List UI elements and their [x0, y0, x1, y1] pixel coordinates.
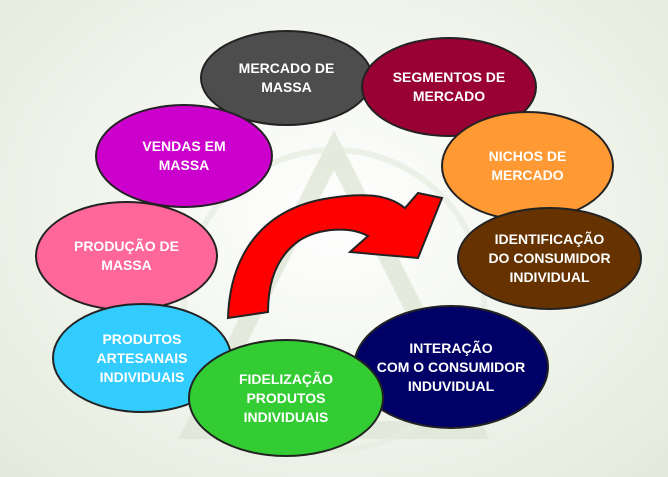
- node-label: IDENTIFICAÇÃO DO CONSUMIDOR INDIVIDUAL: [488, 231, 611, 285]
- node-label: MERCADO DE MASSA: [238, 60, 335, 95]
- node-segmentos-de-mercado: SEGMENTOS DE MERCADO: [361, 37, 537, 137]
- node-interacao-consumidor: INTERAÇÃO COM O CONSUMIDOR INDUVIDUAL: [353, 305, 549, 429]
- node-label: FIDELIZAÇÃO PRODUTOS INDIVIDUAIS: [238, 370, 334, 425]
- node-fidelizacao-produtos: FIDELIZAÇÃO PRODUTOS INDIVIDUAIS: [188, 339, 384, 457]
- node-label: PRODUTOS ARTESANAIS INDIVIDUAIS: [96, 330, 188, 385]
- node-label: VENDAS EM MASSA: [142, 138, 226, 173]
- node-label: SEGMENTOS DE MERCADO: [392, 69, 506, 104]
- node-vendas-em-massa: VENDAS EM MASSA: [95, 104, 273, 208]
- node-mercado-de-massa: MERCADO DE MASSA: [200, 30, 373, 126]
- node-label: PRODUÇÃO DE MASSA: [73, 238, 179, 273]
- node-producao-de-massa: PRODUÇÃO DE MASSA: [35, 201, 218, 311]
- node-label: INTERAÇÃO COM O CONSUMIDOR INDUVIDUAL: [376, 339, 526, 394]
- node-nichos-de-mercado: NICHOS DE MERCADO: [441, 111, 614, 221]
- node-identificacao-consumidor: IDENTIFICAÇÃO DO CONSUMIDOR INDIVIDUAL: [457, 207, 642, 310]
- node-label: NICHOS DE MERCADO: [488, 148, 567, 183]
